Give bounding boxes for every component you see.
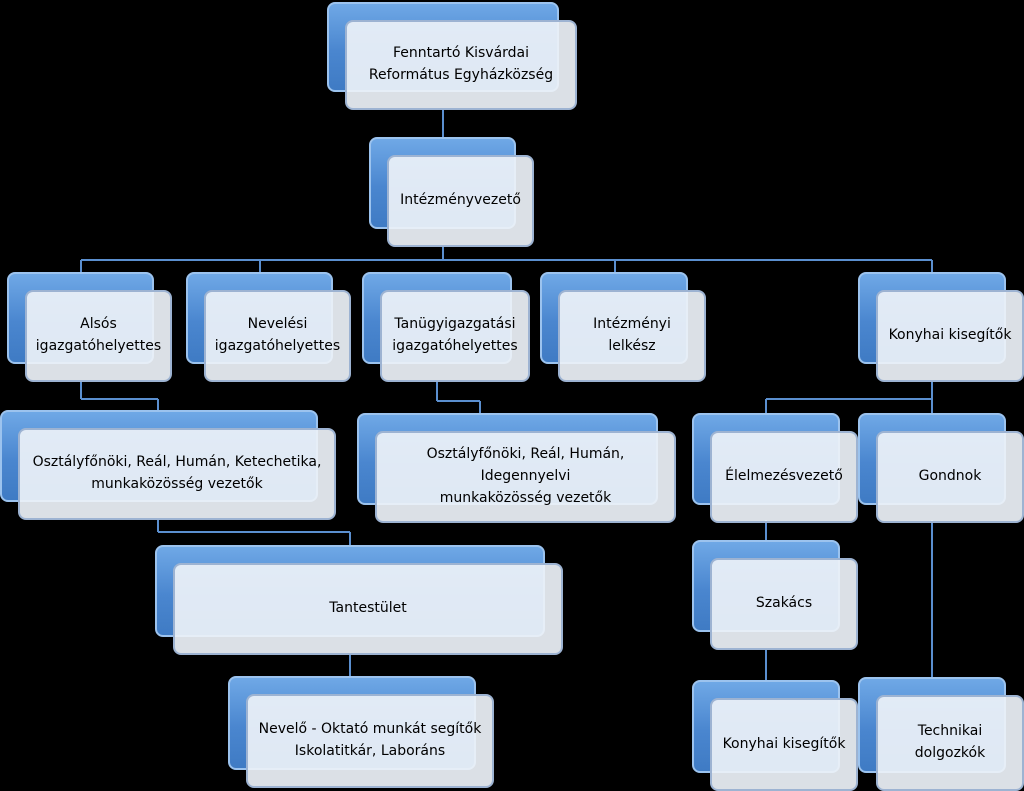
node-label-mk-left: Osztályfőnöki, Reál, Humán, Ketechetika,…: [32, 454, 322, 492]
node-front: Tanügyigazgatási igazgatóhelyettes: [380, 290, 530, 382]
node-nevelo-oktato: Nevelő - Oktató munkát segítők Iskolatit…: [228, 676, 494, 788]
node-also-igazgatohelyettes: Alsós igazgatóhelyettes: [7, 272, 172, 382]
node-elelmezesvezeto: Élelmezésvezető: [692, 413, 858, 523]
node-label-mk-right: Osztályfőnöki, Reál, Humán, Idegennyelvi…: [426, 446, 625, 506]
node-front: Fenntartó Kisvárdai Református Egyházköz…: [345, 20, 577, 110]
node-label-also: Alsós igazgatóhelyettes: [35, 316, 162, 354]
node-front: Intézményi lelkész: [558, 290, 706, 382]
node-label-konyhai-bottom: Konyhai kisegítők: [722, 735, 846, 752]
node-label-fenntarto: Fenntartó Kisvárdai Református Egyházköz…: [368, 45, 554, 83]
node-nevelesi-igazgatohelyettes: Nevelési igazgatóhelyettes: [186, 272, 351, 382]
node-front: Konyhai kisegítők: [876, 290, 1024, 382]
node-front: Alsós igazgatóhelyettes: [25, 290, 172, 382]
node-front: Gondnok: [876, 431, 1024, 523]
node-fenntarto: Fenntartó Kisvárdai Református Egyházköz…: [327, 2, 577, 110]
node-label-lelkesz: Intézményi lelkész: [593, 316, 671, 354]
node-front: Nevelési igazgatóhelyettes: [204, 290, 351, 382]
node-tantestulet: Tantestület: [155, 545, 563, 655]
node-label-konyhai-top: Konyhai kisegítők: [888, 327, 1012, 344]
node-munkakozosseg-right: Osztályfőnöki, Reál, Humán, Idegennyelvi…: [357, 413, 676, 523]
node-label-tanugy: Tanügyigazgatási igazgatóhelyettes: [392, 316, 518, 354]
node-label-elelmezes: Élelmezésvezető: [725, 468, 843, 485]
node-konyhai-kisegitok-bottom: Konyhai kisegítők: [692, 680, 858, 791]
node-label-intezmenyvezeto: Intézményvezető: [400, 192, 521, 209]
node-front: Konyhai kisegítők: [710, 698, 858, 791]
node-konyhai-kisegitok-top: Konyhai kisegítők: [858, 272, 1024, 382]
node-front: Élelmezésvezető: [710, 431, 858, 523]
node-label-gondnok: Gondnok: [918, 468, 982, 485]
node-label-nevelesi: Nevelési igazgatóhelyettes: [214, 316, 341, 354]
node-technikai-dolgozok: Technikai dolgozkók: [858, 677, 1024, 791]
node-munkakozosseg-left: Osztályfőnöki, Reál, Humán, Ketechetika,…: [0, 410, 336, 520]
node-front: Intézményvezető: [387, 155, 534, 247]
node-front: Tantestület: [173, 563, 563, 655]
node-front: Nevelő - Oktató munkát segítők Iskolatit…: [246, 694, 494, 788]
node-front: Szakács: [710, 558, 858, 650]
node-label-technikai: Technikai dolgozkók: [914, 723, 986, 761]
node-szakacs: Szakács: [692, 540, 858, 650]
node-front: Osztályfőnöki, Reál, Humán, Ketechetika,…: [18, 428, 336, 520]
node-tanugyigazgatasi-igazgatohelyettes: Tanügyigazgatási igazgatóhelyettes: [362, 272, 530, 382]
node-front: Osztályfőnöki, Reál, Humán, Idegennyelvi…: [375, 431, 676, 523]
node-label-nevelo: Nevelő - Oktató munkát segítők Iskolatit…: [258, 721, 482, 759]
node-intezmenyvezeto: Intézményvezető: [369, 137, 534, 247]
node-intezmenyi-lelkesz: Intézményi lelkész: [540, 272, 706, 382]
node-gondnok: Gondnok: [858, 413, 1024, 523]
node-label-szakacs: Szakács: [755, 595, 813, 612]
node-label-tantestulet: Tantestület: [329, 600, 407, 617]
node-front: Technikai dolgozkók: [876, 695, 1024, 791]
